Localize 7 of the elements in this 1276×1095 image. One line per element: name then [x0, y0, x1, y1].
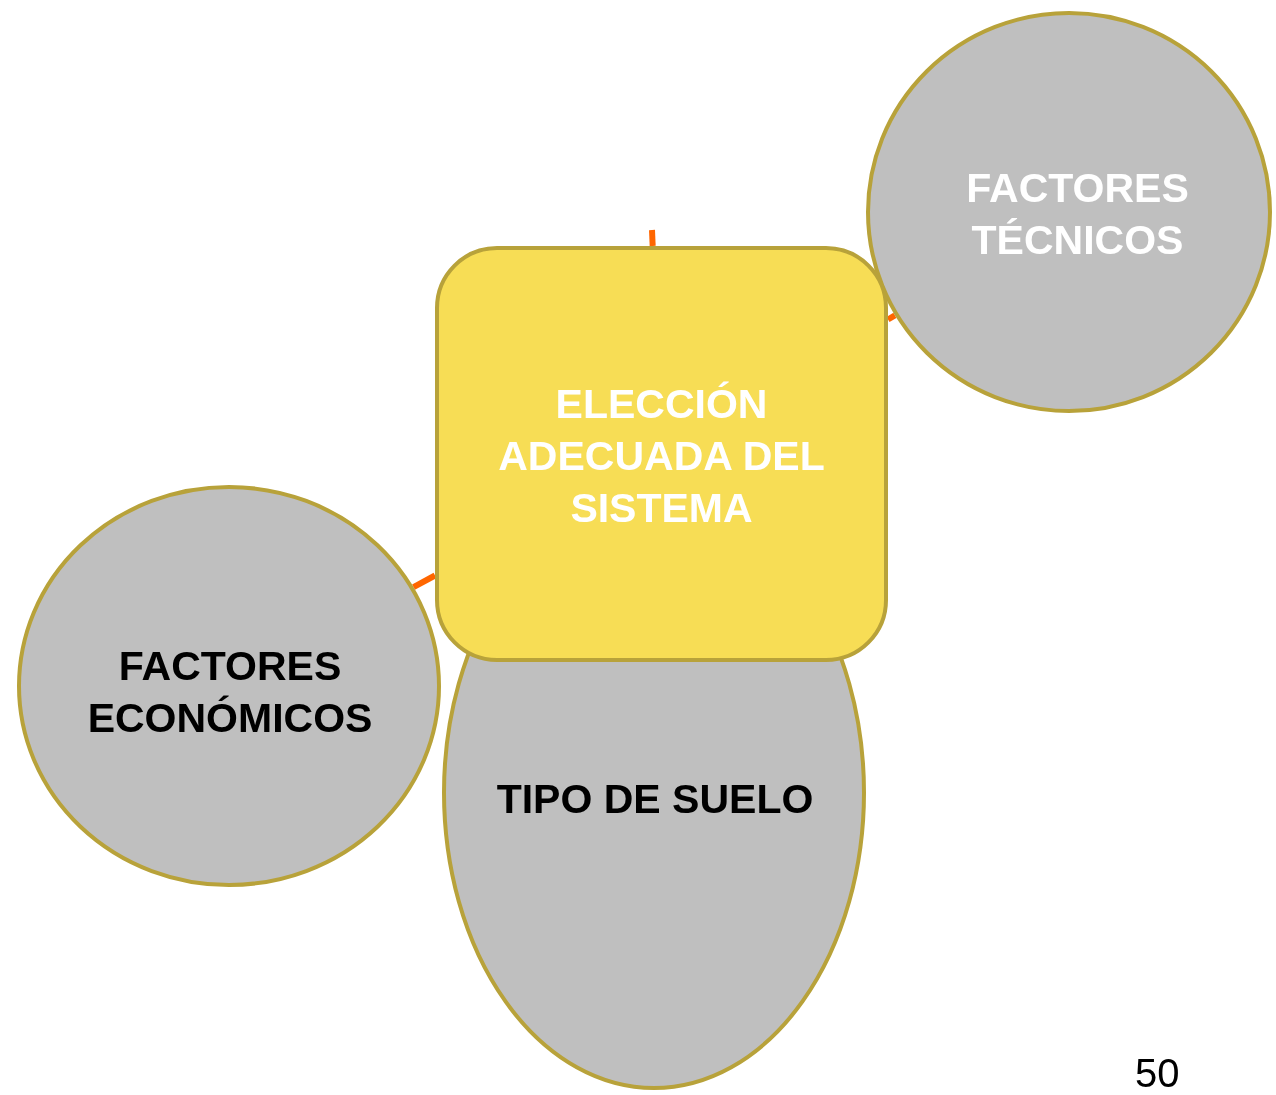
node-label: TIPO DE SUELO	[495, 775, 815, 824]
connector-line	[649, 229, 656, 247]
node-label: FACTORES TÉCNICOS	[965, 164, 1190, 265]
connector-line	[412, 572, 437, 590]
page-number: 50	[1135, 1052, 1180, 1094]
node-label: FACTORES ECONÓMICOS	[86, 642, 374, 743]
node-label: ELECCIÓN ADECUADA DEL SISTEMA	[497, 380, 826, 533]
